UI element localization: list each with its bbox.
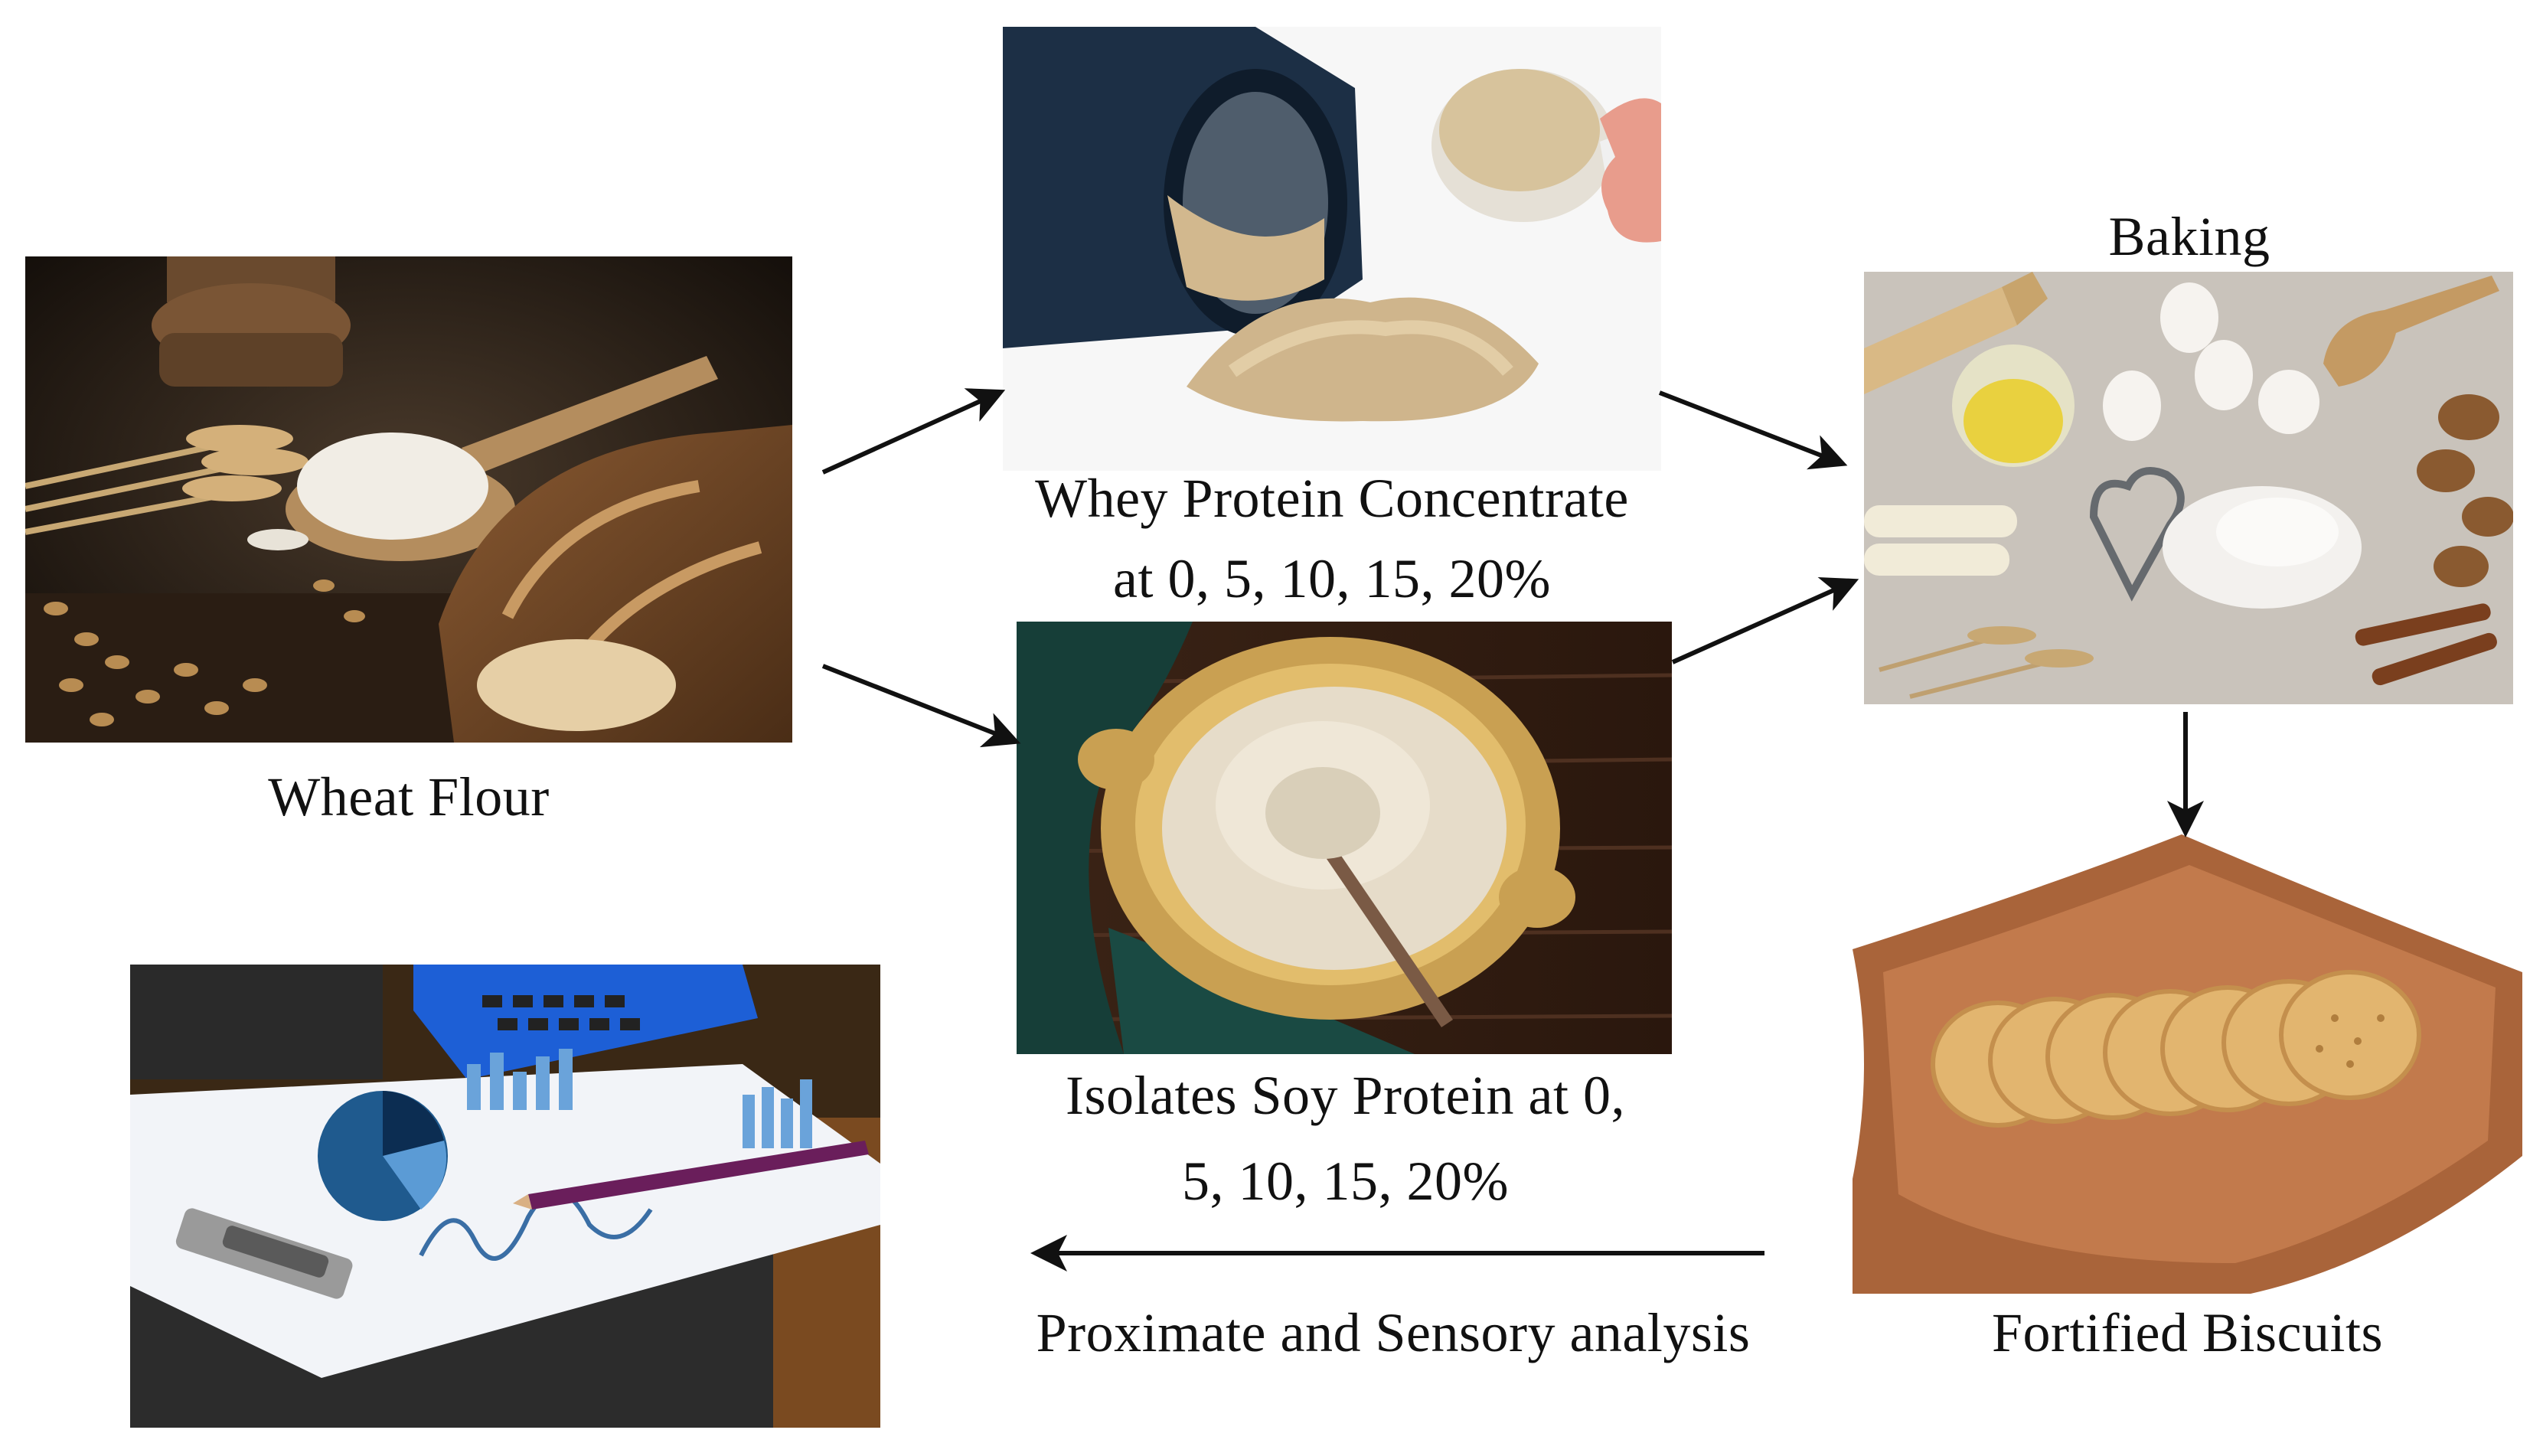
fortified-biscuits-label: Fortified Biscuits xyxy=(1992,1302,2383,1363)
arrow-whey-to-baking xyxy=(1658,390,1848,470)
whey-protein-label-line1: Whey Protein Concentrate xyxy=(1035,468,1629,529)
analysis-label: Proximate and Sensory analysis xyxy=(1036,1302,1751,1363)
arrow-wheat-to-soy xyxy=(821,664,1021,748)
soy-protein-label-line1: Isolates Soy Protein at 0, xyxy=(1066,1065,1625,1126)
fortified-biscuits-photo xyxy=(1853,834,2522,1294)
whey-protein-photo xyxy=(1003,27,1661,471)
arrow-soy-to-baking xyxy=(1671,576,1859,664)
wheat-flour-label: Wheat Flour xyxy=(268,766,550,828)
whey-protein-label-line2: at 0, 5, 10, 15, 20% xyxy=(1113,548,1551,609)
baking-photo xyxy=(1864,272,2513,704)
soy-protein-photo xyxy=(1017,622,1672,1054)
analysis-photo xyxy=(130,965,880,1428)
soy-protein-label-line2: 5, 10, 15, 20% xyxy=(1182,1151,1509,1212)
baking-label: Baking xyxy=(2108,206,2270,267)
wheat-flour-photo xyxy=(25,256,792,743)
